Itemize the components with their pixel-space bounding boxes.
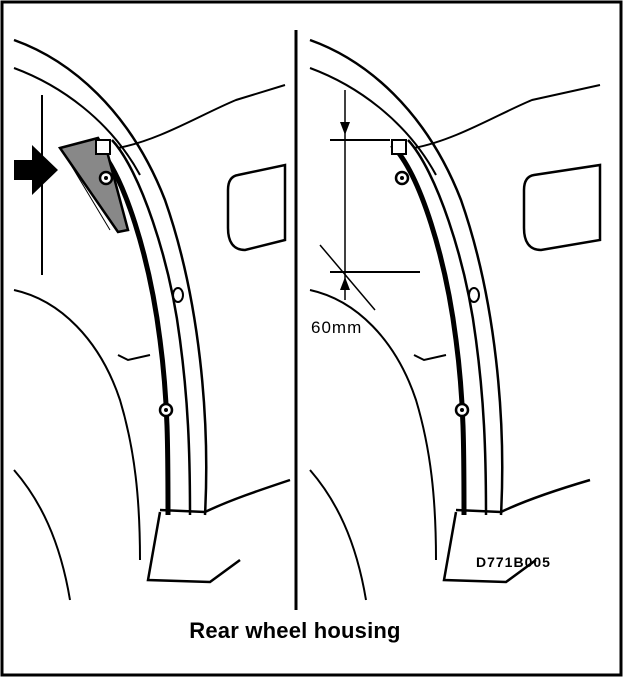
figure-caption: Rear wheel housing xyxy=(189,618,401,643)
arrow-icon xyxy=(14,145,58,195)
right-panel xyxy=(309,38,602,601)
left-panel xyxy=(13,38,291,601)
figure-id: D771B005 xyxy=(476,554,551,570)
dimension-label: 60mm xyxy=(311,318,363,337)
